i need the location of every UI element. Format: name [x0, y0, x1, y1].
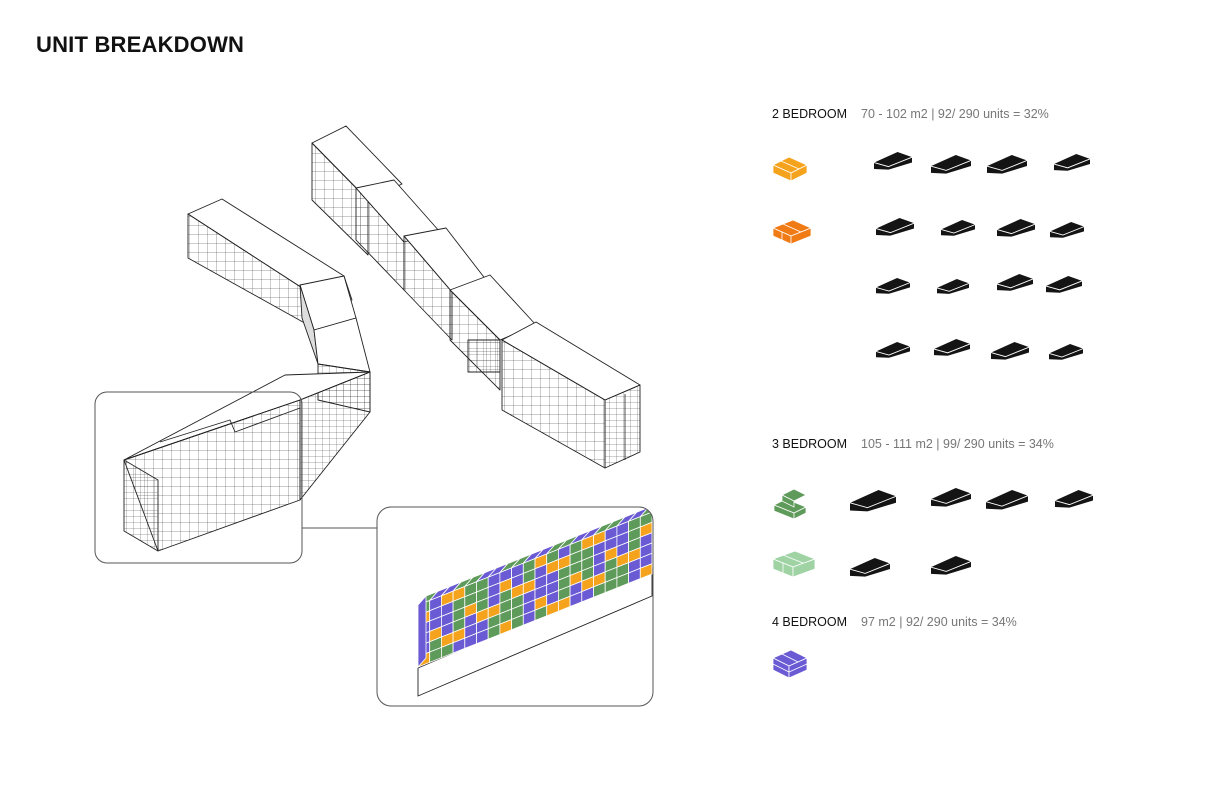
unit-shape-edge-2br-b-11	[990, 346, 1030, 358]
unit-shape-2br-b-5	[876, 278, 910, 294]
unit-shape-2br-a-4	[1054, 154, 1090, 171]
unit-shape-2br-b-2	[941, 220, 975, 236]
unit-shape-edge-2br-b-3	[996, 223, 1036, 235]
unit-shape-3br-a-3	[986, 490, 1028, 510]
unit-shape-2br-b-9	[876, 342, 910, 358]
unit-shape-edge-2br-b-12	[1048, 348, 1084, 358]
legend-4-bedroom: 4 BEDROOM 97 m2 | 92/ 290 units = 34%	[772, 615, 1017, 629]
right-building-massing	[311, 125, 641, 469]
unit-shape-edge-3br-a-1	[849, 495, 897, 509]
unit-shape-edge-3br-a-4	[1054, 494, 1094, 506]
unit-shape-2br-b-8	[1046, 276, 1082, 293]
unit-shape-edge-2br-b-4	[1049, 226, 1085, 236]
left-building-massing	[123, 198, 371, 552]
unit-stack-front	[417, 507, 653, 669]
unit-shape-3br-a-1	[850, 490, 896, 512]
unit-shape-edge-2br-b-6	[936, 282, 970, 292]
unit-shape-edge-3br-b-2	[930, 561, 972, 572]
stack-end-cap	[417, 594, 427, 669]
unit-shape-edge-3br-a-2	[930, 493, 972, 504]
unit-shape-edge-2br-a-4	[1053, 158, 1091, 169]
swatch-2-bedroom-a	[772, 156, 808, 182]
unit-shape-edge-2br-b-5	[875, 282, 911, 292]
unit-type-shapes	[849, 152, 1094, 577]
unit-shape-2br-b-4	[1050, 222, 1084, 238]
page-title: UNIT BREAKDOWN	[36, 32, 245, 57]
legend-4-bedroom-stats: 97 m2 | 92/ 290 units = 34%	[861, 615, 1017, 629]
swatch-2-bedroom-b	[771, 219, 813, 245]
unit-shape-edge-2br-b-7	[996, 278, 1034, 289]
unit-shape-2br-a-3	[987, 155, 1027, 174]
legend-4-bedroom-name: 4 BEDROOM	[772, 615, 848, 629]
inset-frame	[376, 506, 654, 707]
unit-shape-edge-2br-b-1	[875, 222, 915, 234]
swatch-4-bedroom	[772, 649, 808, 679]
unit-shape-3br-a-2	[931, 488, 971, 507]
unit-shape-2br-a-2	[931, 155, 971, 174]
legend-2-bedroom-stats: 70 - 102 m2 | 92/ 290 units = 32%	[861, 107, 1049, 121]
swatch-3-bedroom-b	[771, 550, 817, 578]
unit-shape-3br-a-4	[1055, 490, 1093, 508]
callout-frame	[94, 391, 303, 564]
unit-shape-2br-b-10	[934, 339, 970, 356]
unit-shape-edge-2br-a-3	[986, 160, 1028, 171]
swatch-3-bedroom-a	[773, 488, 807, 520]
unit-shape-3br-b-1	[850, 558, 890, 577]
legend-3-bedroom: 3 BEDROOM 105 - 111 m2 | 99/ 290 units = …	[772, 437, 1054, 451]
unit-stack-inset	[376, 506, 654, 707]
stack-unit-block	[639, 563, 653, 580]
legend-2-bedroom: 2 BEDROOM 70 - 102 m2 | 92/ 290 units = 3…	[772, 107, 1049, 121]
unit-shape-edge-2br-b-8	[1045, 280, 1083, 291]
unit-shape-edge-2br-a-2	[930, 160, 972, 171]
legend-3-bedroom-stats: 105 - 111 m2 | 99/ 290 units = 34%	[861, 437, 1054, 451]
legend-2-bedroom-name: 2 BEDROOM	[772, 107, 848, 121]
unit-shape-edge-3br-a-3	[985, 495, 1029, 507]
unit-shape-edge-2br-a-1	[873, 156, 913, 168]
unit-shape-2br-b-7	[997, 274, 1033, 291]
unit-shape-2br-b-12	[1049, 344, 1083, 360]
unit-shape-2br-b-6	[937, 279, 969, 294]
unit-shape-2br-a-1	[874, 152, 912, 170]
unit-shape-edge-2br-b-2	[940, 224, 976, 234]
unit-shape-3br-b-2	[931, 556, 971, 575]
unit-shape-edge-3br-b-1	[849, 563, 891, 574]
unit-shape-2br-b-11	[991, 342, 1029, 360]
legend-3-bedroom-name: 3 BEDROOM	[772, 437, 848, 451]
unit-shape-2br-b-1	[876, 218, 914, 236]
unit-shape-edge-2br-b-10	[933, 343, 971, 354]
unit-shape-2br-b-3	[997, 219, 1035, 237]
unit-shape-edge-2br-b-9	[875, 346, 911, 356]
